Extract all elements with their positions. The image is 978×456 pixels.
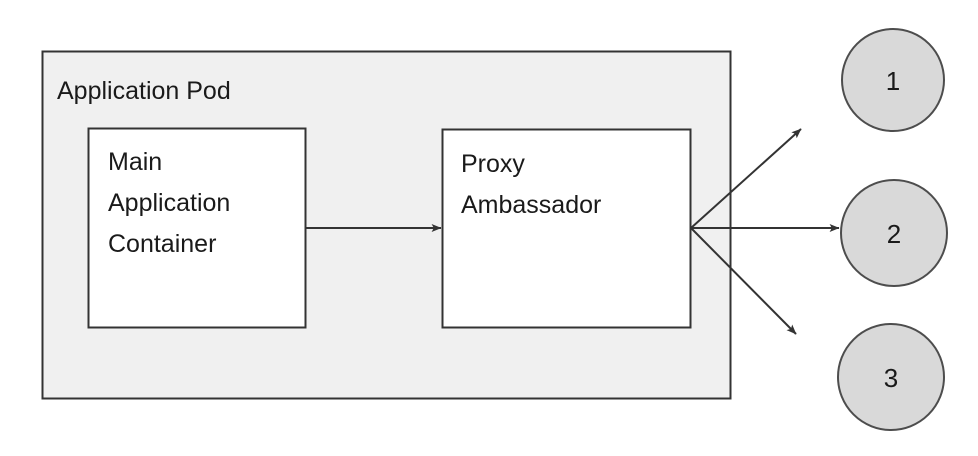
application-pod-label: Application Pod bbox=[57, 77, 231, 105]
endpoint-circle-1-label: 1 bbox=[886, 66, 900, 96]
main-application-container-label-line-3: Container bbox=[108, 230, 216, 258]
connector-proxy-to-endpoint-1 bbox=[690, 128, 802, 229]
proxy-ambassador-label-line-2: Ambassador bbox=[461, 191, 601, 219]
main-application-container-label-line-1: Main bbox=[108, 148, 162, 176]
endpoint-circle-1[interactable] bbox=[841, 28, 945, 132]
endpoint-circle-2-label: 2 bbox=[887, 219, 901, 249]
main-application-container-box[interactable] bbox=[87, 127, 307, 329]
proxy-ambassador-box[interactable] bbox=[441, 128, 692, 329]
main-application-container-label-line-2: Application bbox=[108, 189, 230, 217]
proxy-ambassador-label-line-1: Proxy bbox=[461, 150, 525, 178]
endpoint-circle-3-label: 3 bbox=[884, 363, 898, 393]
endpoint-circle-2[interactable] bbox=[840, 179, 948, 287]
connector-proxy-to-endpoint-3 bbox=[690, 227, 797, 335]
endpoint-circle-3[interactable] bbox=[837, 323, 945, 431]
